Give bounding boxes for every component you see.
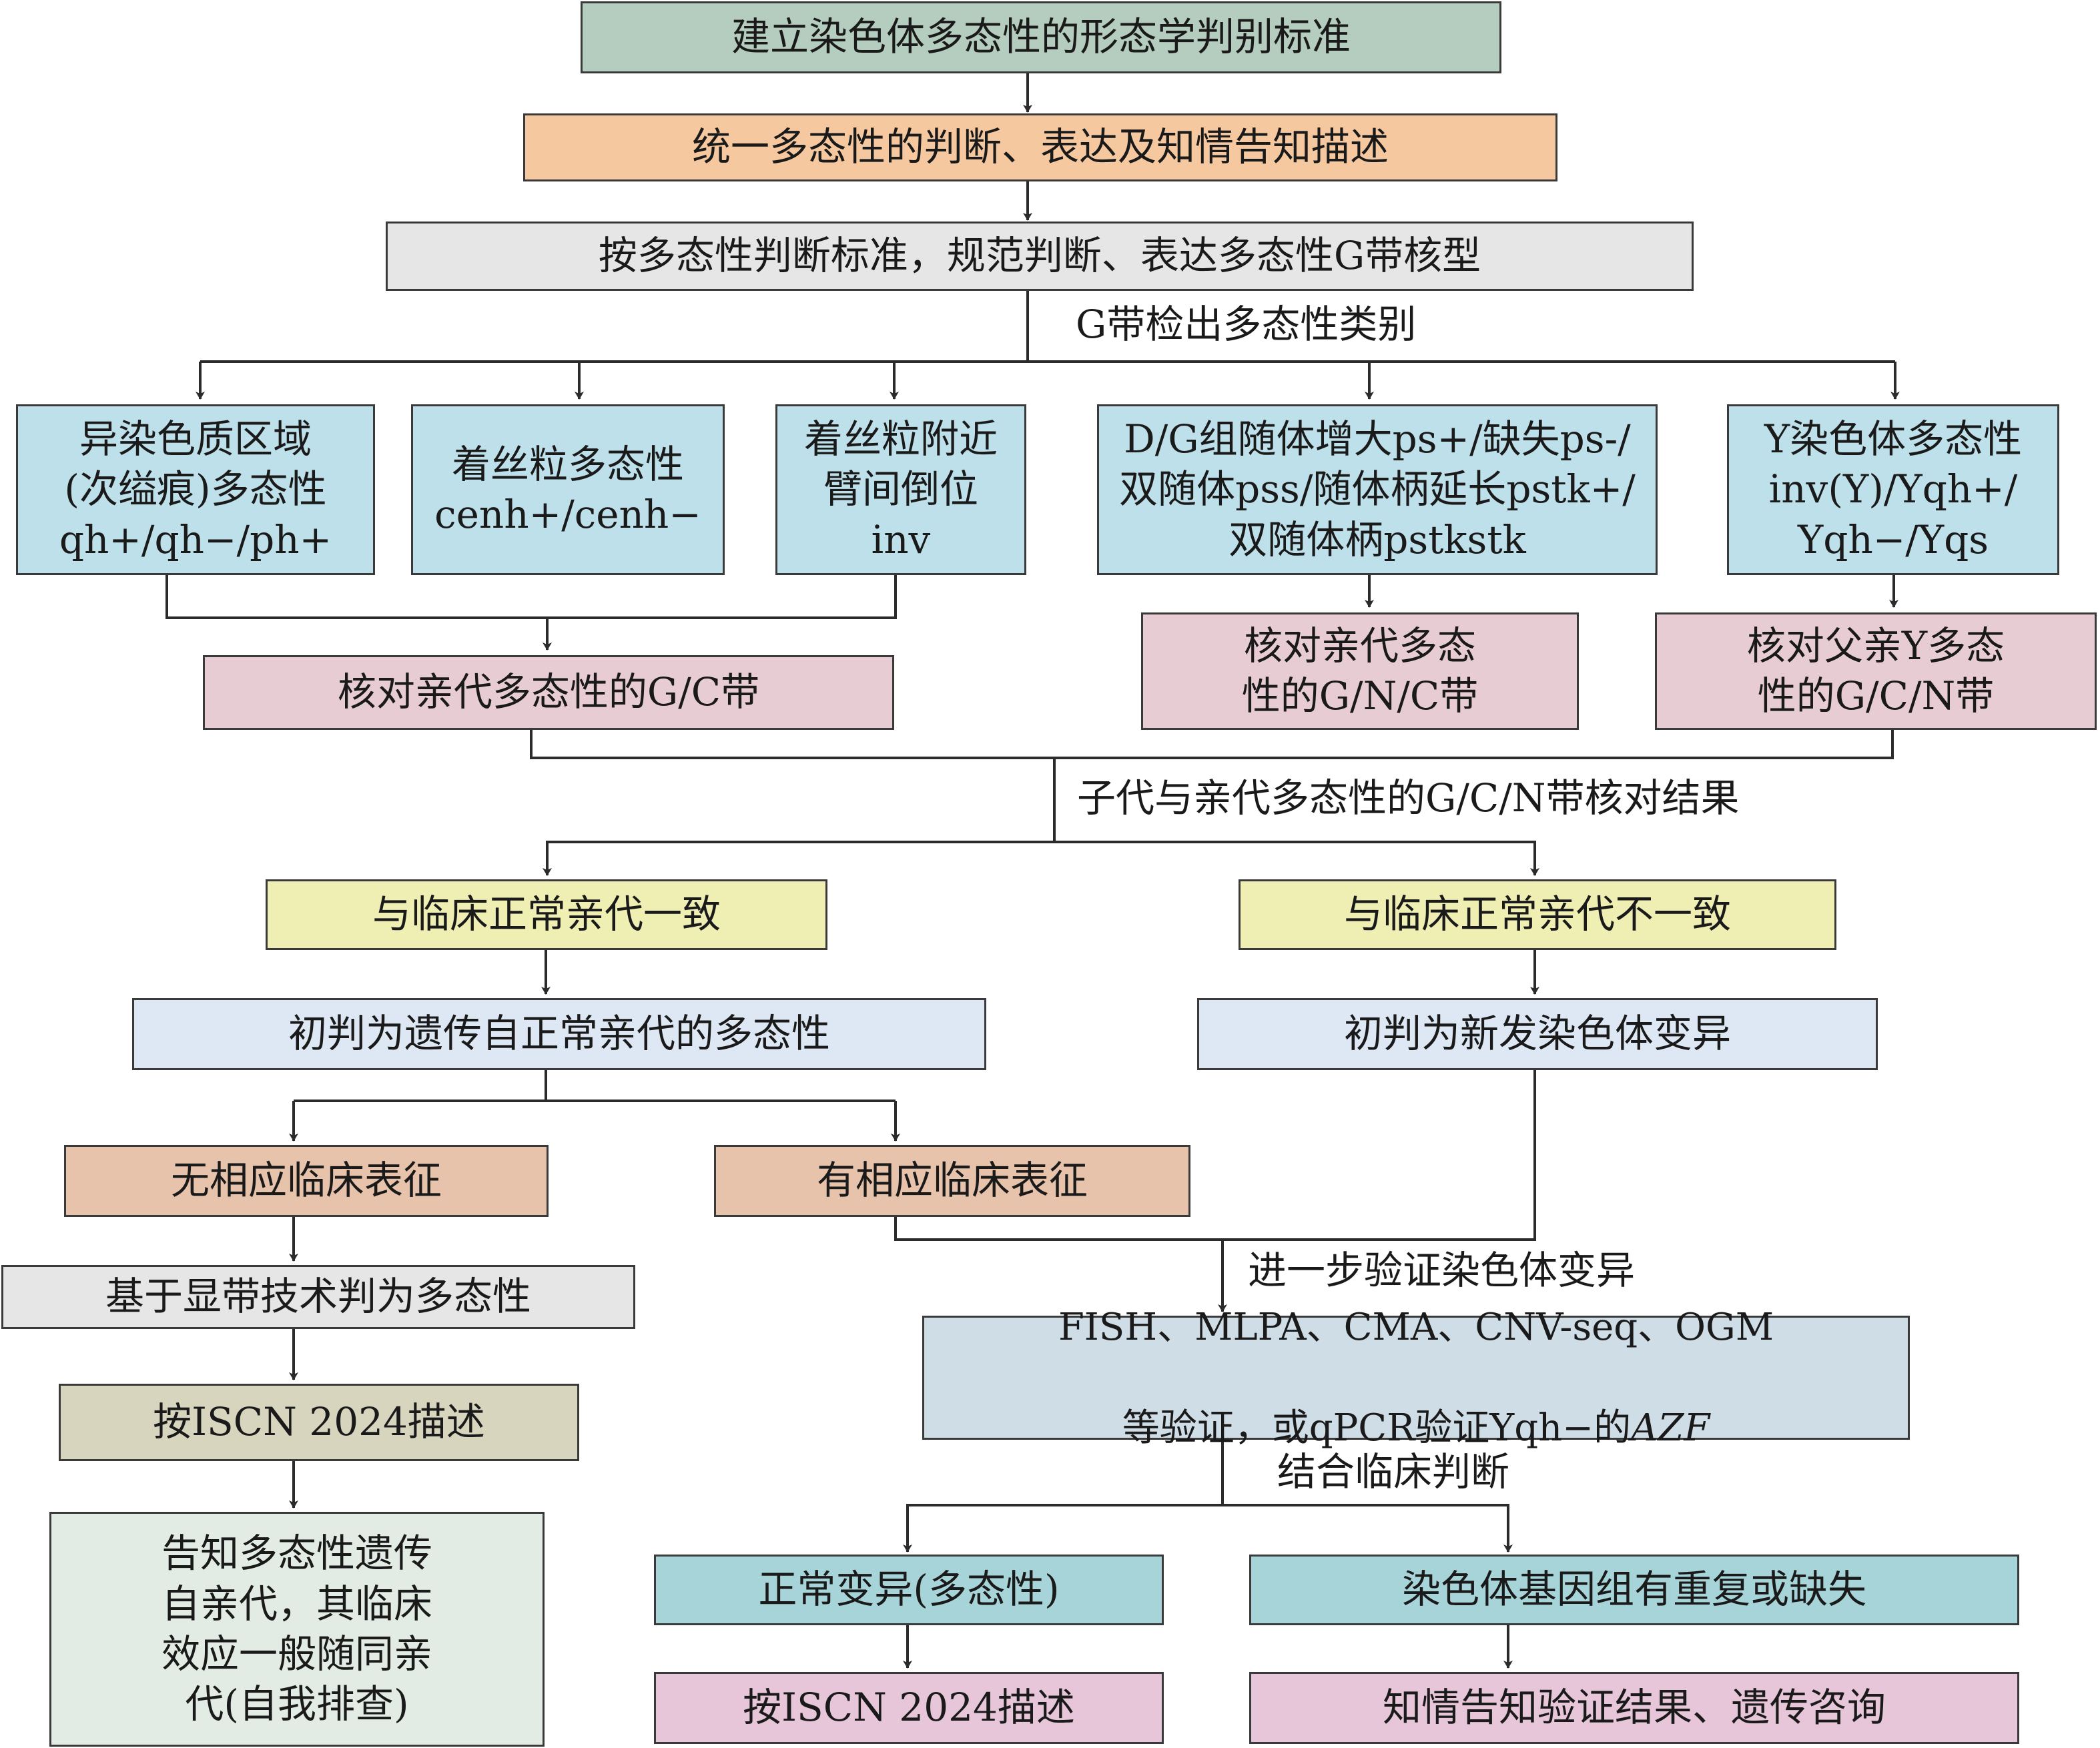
clinical-judgement-label: 结合临床判断 — [1277, 1449, 1510, 1494]
de-novo-variation-box: 初判为新发染色体变异 — [1197, 998, 1878, 1070]
further-verify-label: 进一步验证染色体变异 — [1248, 1248, 1636, 1293]
verify-parent-gc-box: 核对亲代多态性的G/C带 — [203, 655, 894, 730]
verify-father-y-box: 核对父亲Y多态 性的G/C/N带 — [1655, 612, 2097, 730]
bus-outcomes — [906, 1504, 1509, 1552]
verification-methods-line1: FISH、MLPA、CMA、CNV-seq、OGM — [1058, 1305, 1774, 1349]
banding-polymorphism-box: 基于显带技术判为多态性 — [1, 1265, 635, 1329]
verification-methods-box: FISH、MLPA、CMA、CNV-seq、OGM 等验证，或qPCR验证Yqh… — [922, 1306, 1910, 1450]
has-clinical-feature-box: 有相应临床表征 — [714, 1145, 1190, 1217]
unify-description-box: 统一多态性的判断、表达及知情告知描述 — [523, 113, 1557, 181]
merge-left-group — [165, 575, 897, 619]
merge-results — [530, 730, 1894, 759]
centromere-polymorphism-box: 着丝粒多态性 cenh+/cenh− — [411, 404, 725, 575]
verification-methods-line2: 等验证，或qPCR验证Yqh−的AZF — [1122, 1352, 1710, 1453]
verify-parent-gnc-box: 核对亲代多态 性的G/N/C带 — [1141, 612, 1579, 730]
consistent-with-parent-box: 与临床正常亲代一致 — [266, 879, 827, 950]
result-label: 子代与亲代多态性的G/C/N带核对结果 — [1077, 775, 1740, 821]
establish-criteria-box: 建立染色体多态性的形态学判别标准 — [581, 1, 1501, 73]
normal-variation-box: 正常变异(多态性) — [654, 1555, 1164, 1625]
pericentric-inversion-box: 着丝粒附近 臂间倒位 inv — [775, 404, 1026, 575]
verification-methods-prefix: 等验证，或qPCR验证Yqh−的 — [1122, 1406, 1632, 1450]
inconsistent-with-parent-box: 与临床正常亲代不一致 — [1239, 879, 1836, 950]
iscn-describe-right-box: 按ISCN 2024描述 — [654, 1672, 1164, 1744]
iscn-describe-left-box: 按ISCN 2024描述 — [59, 1384, 579, 1461]
heterochromatin-polymorphism-box: 异染色质区域 (次缢痕)多态性 qh+/qh−/ph+ — [16, 404, 375, 575]
satellite-polymorphism-box: D/G组随体增大ps+/缺失ps-/ 双随体pss/随体柄延长pstk+/ 双随… — [1097, 404, 1658, 575]
inform-polymorphism-box: 告知多态性遗传 自亲代，其临床 效应一般随同亲 代(自我排查) — [49, 1512, 545, 1747]
split-bus — [546, 841, 1536, 875]
standard-judgement-box: 按多态性判断标准，规范判断、表达多态性G带核型 — [386, 222, 1694, 291]
no-clinical-feature-box: 无相应临床表征 — [64, 1145, 549, 1217]
azf-gene-text: AZF — [1631, 1406, 1710, 1450]
inherited-polymorphism-box: 初判为遗传自正常亲代的多态性 — [132, 998, 986, 1070]
inform-verification-box: 知情告知验证结果、遗传咨询 — [1249, 1672, 2019, 1744]
merge-verify — [894, 1070, 1536, 1241]
genome-dup-del-box: 染色体基因组有重复或缺失 — [1249, 1555, 2019, 1625]
y-chromosome-polymorphism-box: Y染色体多态性 inv(Y)/Yqh+/ Yqh−/Yqs — [1727, 404, 2059, 575]
g-band-label: G带检出多态性类别 — [1076, 302, 1417, 347]
